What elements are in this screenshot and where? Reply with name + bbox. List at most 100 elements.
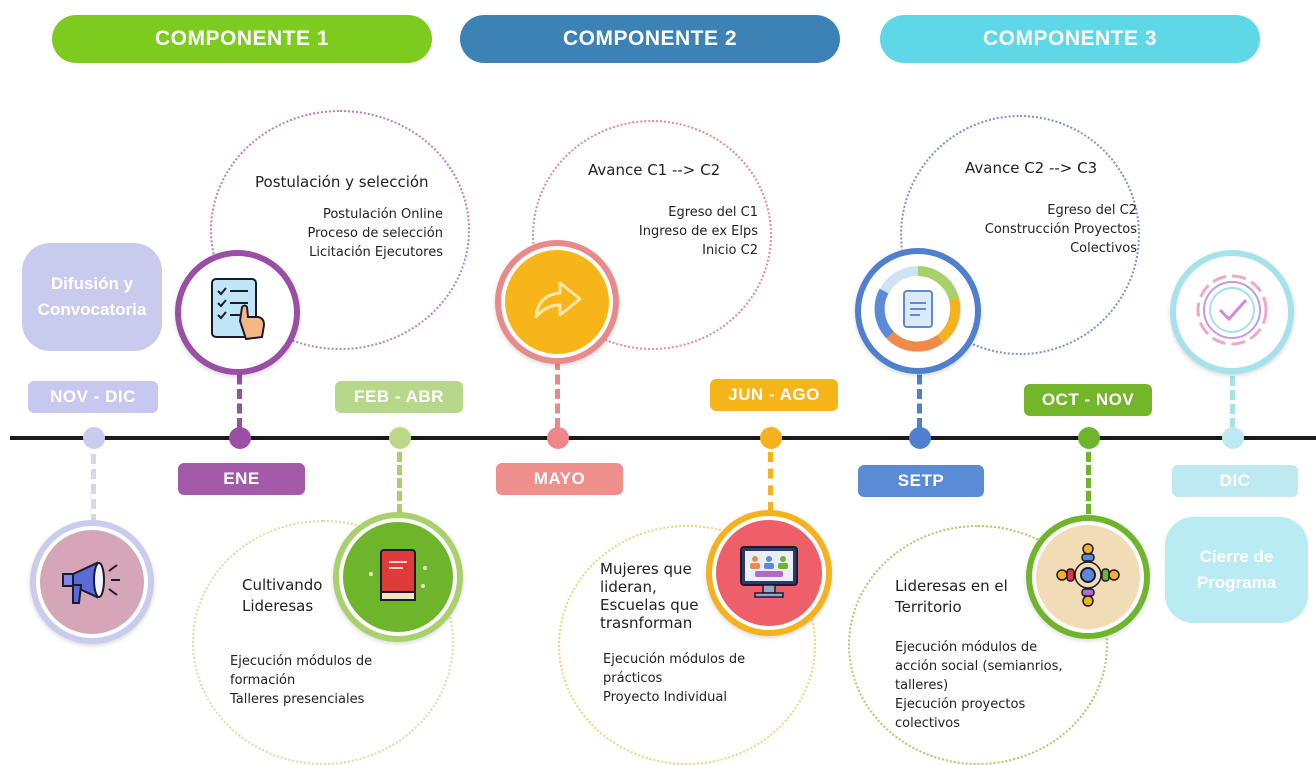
period-mayo-text: MAYO — [533, 469, 586, 488]
avance-c1-c2-item: Ingreso de ex Elps — [638, 224, 758, 239]
connector-jun-ago — [768, 452, 773, 512]
postulacion-title: Postulación y selección — [255, 173, 429, 191]
postulacion-bubble — [210, 110, 470, 350]
connector-setp — [917, 360, 922, 428]
cultivando-list: Ejecución módulos de formación Talleres … — [230, 652, 430, 709]
component-2-label: COMPONENTE 2 — [562, 27, 738, 50]
avance-c2-c3-item: Colectivos — [1070, 241, 1137, 256]
period-jun-ago-text: JUN - AGO — [728, 385, 820, 404]
mujeres-title-line: trasnforman — [600, 614, 693, 632]
avance-c2-c3-item: Construcción Proyectos — [984, 222, 1137, 237]
cultivando-bubble — [192, 520, 454, 765]
avance-c1-c2-list: Egreso del C1 Ingreso de ex Elps Inicio … — [590, 203, 758, 260]
postulacion-item: Postulación Online — [322, 207, 443, 222]
connector-nov-dic — [91, 454, 96, 524]
mujeres-title-line: Mujeres que — [600, 560, 692, 578]
connector-ene — [237, 360, 242, 428]
avance-c1-c2-title: Avance C1 --> C2 — [588, 161, 721, 179]
lideresas-bubble — [848, 525, 1108, 765]
period-dic-text: DIC — [1219, 471, 1251, 490]
team-circle — [1026, 515, 1150, 639]
cultivando-title: Cultivando Lideresas — [242, 575, 362, 617]
period-nov-dic: NOV - DIC — [28, 381, 158, 413]
avance-c2-c3-bubble — [900, 115, 1140, 355]
period-nov-dic-text: NOV - DIC — [50, 387, 136, 406]
timeline-axis — [10, 436, 1316, 440]
connector-dic — [1230, 362, 1235, 428]
video-conference-icon — [733, 535, 805, 611]
lideresas-item: Ejecución proyectos — [895, 697, 1026, 712]
dot-ene — [229, 427, 251, 449]
team-circle-icon — [1052, 539, 1124, 615]
lideresas-item: colectivos — [895, 716, 960, 731]
book-circle — [333, 512, 463, 642]
lideresas-title-line: Lideresas en el — [895, 577, 1008, 595]
dot-setp — [909, 427, 931, 449]
period-feb-abr: FEB - ABR — [335, 381, 463, 413]
dot-dic — [1222, 427, 1244, 449]
lideresas-item: talleres) — [895, 678, 949, 693]
cierre-line2: Programa — [1196, 573, 1277, 592]
mujeres-item: prácticos — [603, 671, 663, 686]
postulacion-item: Licitación Ejecutores — [309, 245, 443, 260]
lideresas-item: Ejecución módulos de — [895, 640, 1038, 655]
mujeres-list: Ejecución módulos de prácticos Proyecto … — [603, 650, 803, 707]
avance-c2-c3-title: Avance C2 --> C3 — [965, 159, 1098, 177]
component-1-header: COMPONENTE 1 — [52, 15, 432, 63]
mujeres-title-line: Escuelas que — [600, 596, 699, 614]
period-jun-ago: JUN - AGO — [710, 379, 838, 411]
period-feb-abr-text: FEB - ABR — [354, 387, 444, 406]
check-badge-icon — [1190, 268, 1274, 356]
component-3-label: COMPONENTE 3 — [982, 27, 1158, 50]
megaphone-icon — [57, 545, 127, 619]
difusion-line1: Difusión y — [50, 274, 134, 293]
avance-c2-c3-list: Egreso del C2 Construcción Proyectos Col… — [950, 201, 1137, 258]
document-progress-icon — [870, 261, 966, 361]
avance-c2-c3-item: Egreso del C2 — [1047, 203, 1137, 218]
dot-feb-abr — [389, 427, 411, 449]
dot-nov-dic — [83, 427, 105, 449]
connector-mayo — [555, 360, 560, 428]
cultivando-title-line: Cultivando — [242, 576, 323, 594]
period-ene-text: ENE — [223, 469, 260, 488]
period-mayo: MAYO — [496, 463, 623, 495]
avance-c1-c2-item: Egreso del C1 — [668, 205, 758, 220]
avance-c1-c2-bubble — [532, 120, 772, 350]
book-icon — [361, 538, 435, 616]
component-1-label: COMPONENTE 1 — [154, 27, 330, 50]
period-oct-nov: OCT - NOV — [1024, 384, 1152, 416]
document-circle — [855, 248, 981, 374]
avance-c1-c2-item: Inicio C2 — [702, 243, 758, 258]
postulacion-item: Proceso de selección — [307, 226, 444, 241]
component-3-header: COMPONENTE 3 — [880, 15, 1260, 63]
forward-arrow-icon — [522, 265, 592, 339]
dot-mayo — [547, 427, 569, 449]
megaphone-circle — [30, 520, 154, 644]
check-circle — [1170, 250, 1294, 374]
period-ene: ENE — [178, 463, 305, 495]
period-setp: SETP — [858, 465, 984, 497]
cultivando-item: formación — [230, 673, 296, 688]
forward-circle — [495, 240, 619, 364]
mujeres-bubble — [558, 525, 816, 765]
period-dic: DIC — [1172, 465, 1298, 497]
postulacion-list: Postulación Online Proceso de selección … — [245, 205, 444, 262]
mujeres-title-line: lideran, — [600, 578, 657, 596]
connector-feb-abr — [397, 452, 402, 514]
dot-oct-nov — [1078, 427, 1100, 449]
lideresas-item: acción social (semianrios, — [895, 659, 1063, 674]
connector-oct-nov — [1086, 452, 1091, 514]
cierre-line1: Cierre de — [1199, 547, 1274, 566]
mujeres-item: Ejecución módulos de — [603, 652, 746, 667]
lideresas-title-line: Territorio — [895, 598, 962, 616]
cierre-box: Cierre de Programa — [1165, 517, 1308, 623]
cultivando-title-line: Lideresas — [242, 597, 314, 615]
lideresas-list: Ejecución módulos de acción social (semi… — [895, 638, 1105, 733]
cultivando-item: Ejecución módulos de — [230, 654, 373, 669]
video-circle — [706, 510, 832, 636]
lideresas-title: Lideresas en el Territorio — [895, 576, 1035, 618]
checklist-circle — [175, 250, 300, 375]
difusion-line2: Convocatoria — [37, 300, 147, 319]
mujeres-item: Proyecto Individual — [603, 690, 727, 705]
dot-jun-ago — [760, 427, 782, 449]
